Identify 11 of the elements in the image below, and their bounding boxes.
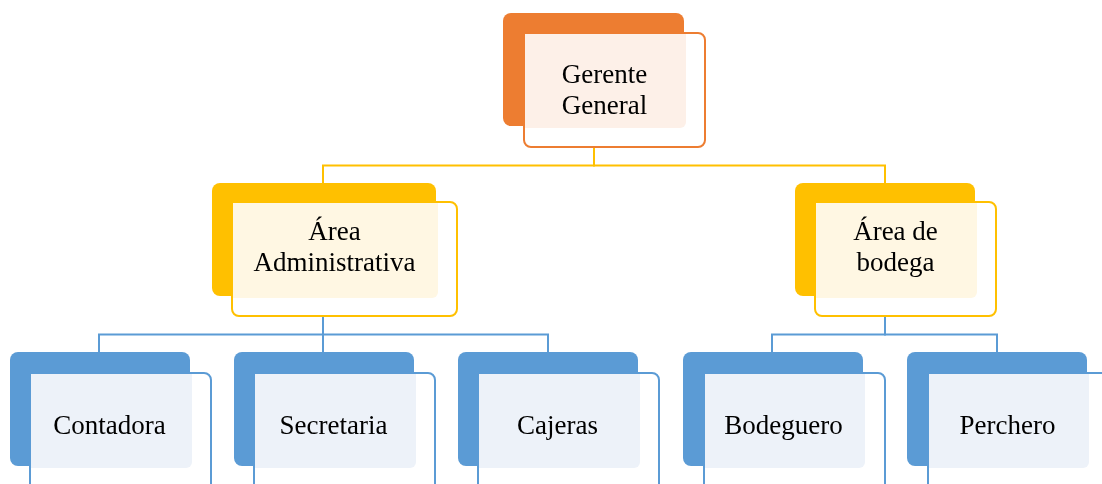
role-label: Perchero bbox=[959, 409, 1056, 441]
connector-line bbox=[593, 147, 886, 184]
role-label: Gerente General bbox=[560, 59, 649, 121]
role-label: Cajeras bbox=[517, 409, 598, 441]
role-label: Contadora bbox=[53, 409, 166, 441]
role-label: Área de bodega bbox=[852, 216, 939, 278]
role-label: Área Administrativa bbox=[252, 216, 417, 278]
role-label: Bodeguero bbox=[724, 409, 843, 441]
connector-line bbox=[884, 316, 998, 353]
role-label: Secretaria bbox=[279, 409, 388, 441]
connector-line bbox=[322, 316, 549, 353]
